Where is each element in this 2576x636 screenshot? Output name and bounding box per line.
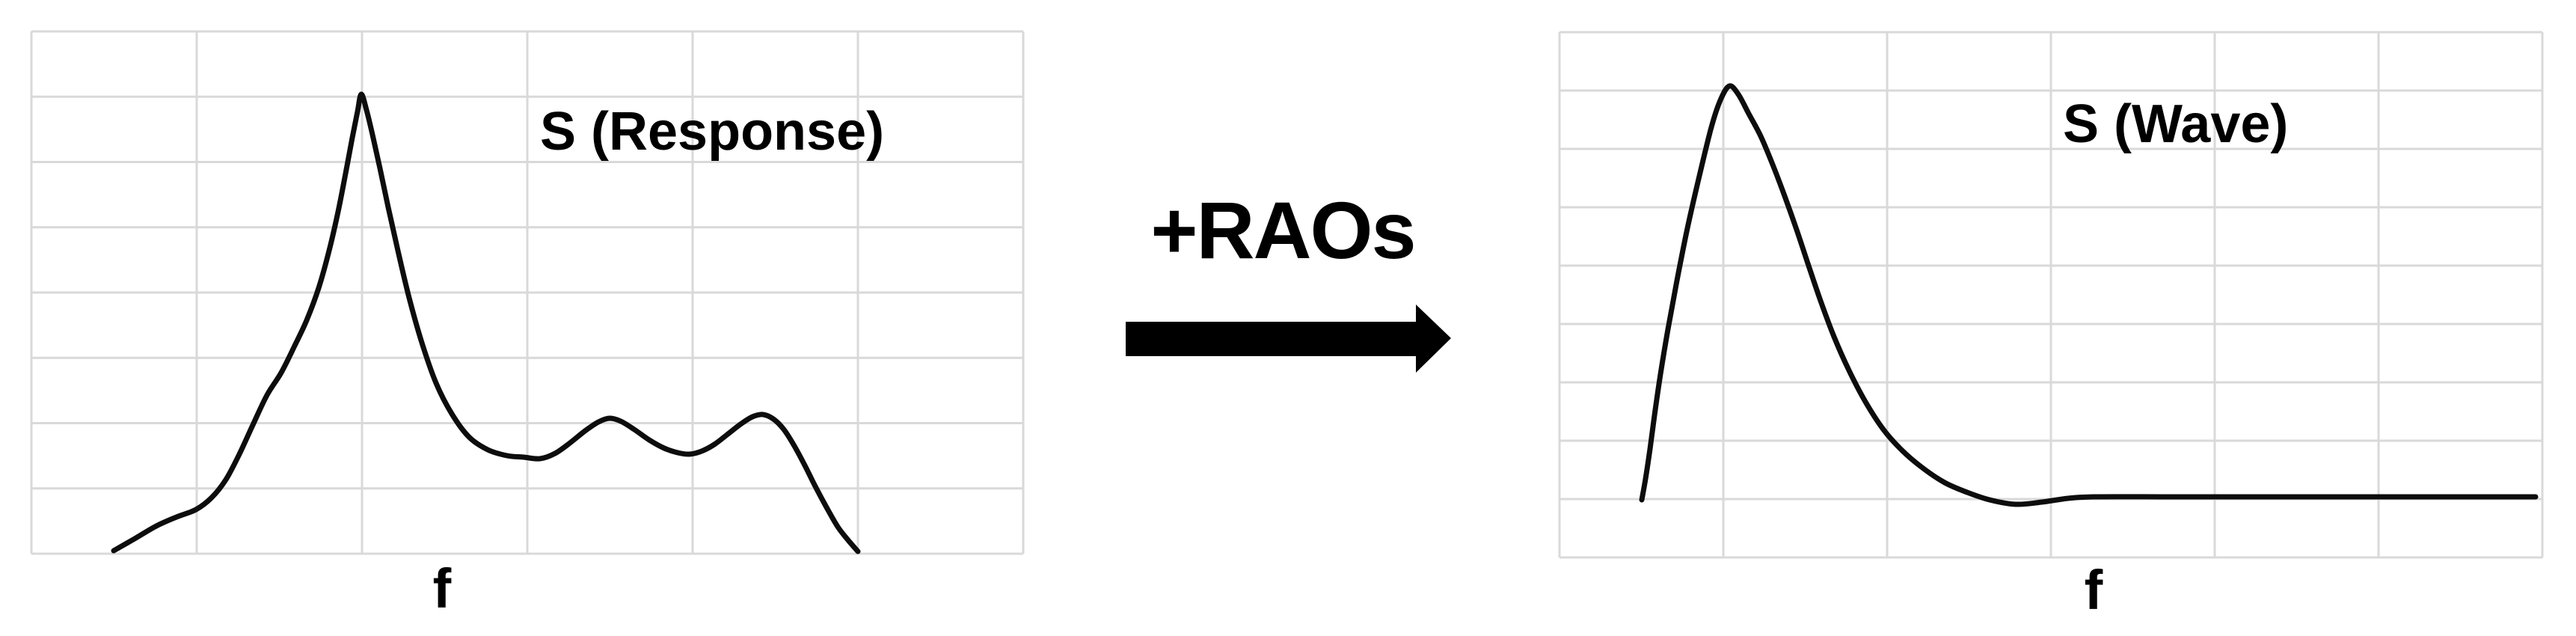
gridlines <box>30 30 2544 559</box>
right-chart-x-axis-label: f <box>2084 559 2103 621</box>
right-chart-title: S (Wave) <box>2063 94 2289 154</box>
s-wave-curve <box>1639 83 2539 507</box>
spectrum-curves <box>111 83 2539 554</box>
left-chart-title: S (Response) <box>540 102 885 162</box>
raos-arrow-icon <box>1126 305 1451 373</box>
wave-spectrum-grid <box>1558 31 2544 559</box>
left-chart-x-axis-label: f <box>432 557 452 620</box>
raos-arrow-label: +RAOs <box>1150 185 1416 275</box>
response-spectrum-grid <box>30 30 1025 555</box>
s-response-curve <box>111 91 861 554</box>
